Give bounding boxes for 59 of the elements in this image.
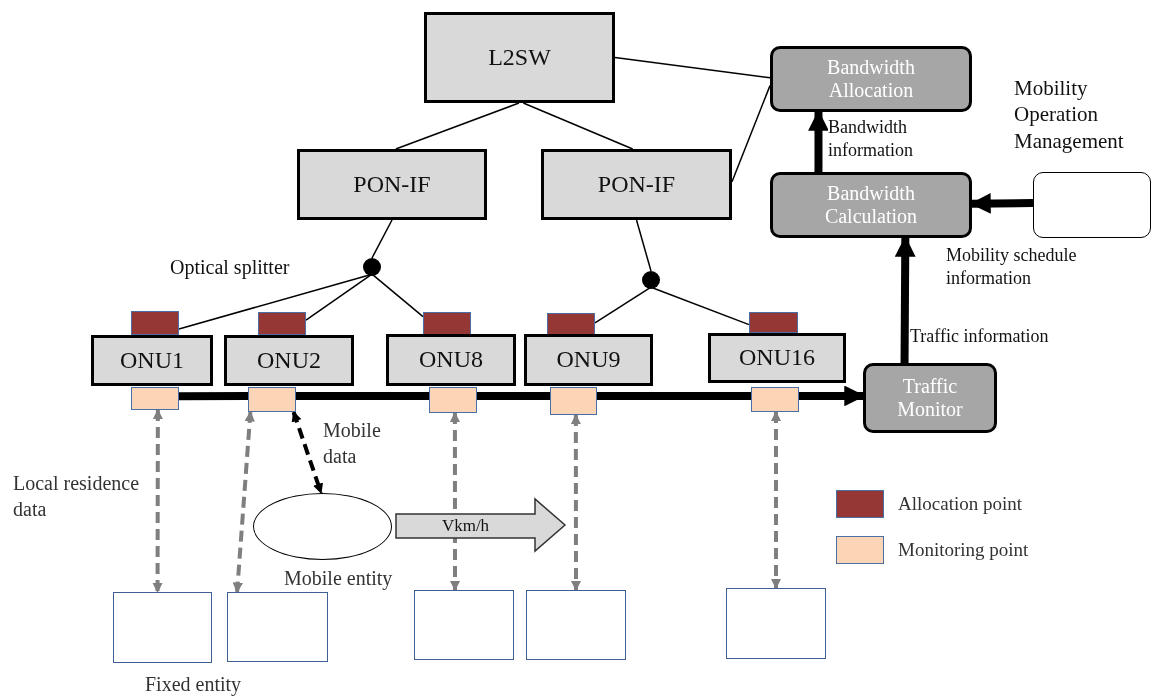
onu-box: ONU9 (524, 334, 653, 386)
monitoring-point-marker (131, 387, 179, 410)
process-box: Bandwidth Allocation (770, 46, 972, 112)
arrow (152, 408, 164, 594)
connector-line (594, 286, 652, 324)
monitoring-point-marker (550, 387, 597, 415)
text-label: Local residence data (13, 471, 141, 522)
connector-line (731, 84, 771, 183)
arrow (969, 193, 1034, 214)
text-label: Fixed entity (145, 672, 242, 697)
legend-label: Allocation point (898, 492, 1022, 516)
device-box: L2SW (424, 12, 615, 103)
arrow (894, 235, 916, 364)
splitter-dot (642, 271, 660, 289)
arrow (291, 411, 323, 494)
onu-box: ONU1 (91, 335, 213, 386)
fixed-entity-box (726, 588, 826, 659)
connector-line (614, 56, 771, 79)
fixed-entity-box (113, 592, 212, 663)
allocation-point-marker (547, 313, 595, 335)
device-box: PON-IF (297, 149, 487, 220)
onu-box: ONU2 (224, 335, 354, 386)
allocation-point-marker (258, 312, 306, 335)
connector-line (522, 102, 634, 150)
connector-line (305, 273, 373, 321)
splitter-dot (363, 258, 381, 276)
legend-label: Monitoring point (898, 538, 1029, 562)
box-heading: Mobility Operation Management (1013, 75, 1125, 154)
connector-line (371, 219, 393, 259)
connector-line (635, 219, 652, 272)
process-box: Bandwidth Calculation (770, 172, 972, 238)
onu-box: ONU8 (386, 334, 516, 386)
onu-box: ONU16 (708, 333, 846, 383)
speed-label: Vkm/h (440, 515, 491, 537)
text-label: Optical splitter (170, 255, 290, 280)
arrow (570, 413, 582, 592)
connector-line (597, 391, 751, 400)
fixed-entity-box (227, 592, 328, 662)
process-box: Traffic Monitor (863, 363, 997, 433)
fixed-entity-box (526, 590, 626, 660)
connector-line (371, 273, 424, 318)
connector-line (395, 102, 520, 150)
connector-line (296, 392, 429, 401)
arrow (449, 411, 461, 592)
monitoring-point-marker (751, 387, 799, 412)
node-caption: Mobile entity (284, 566, 394, 591)
arrow (770, 410, 782, 590)
fixed-entity-box (414, 590, 514, 660)
monitoring-point-marker (429, 387, 477, 413)
arrow (232, 410, 255, 594)
arrow (808, 109, 829, 172)
arrow (799, 385, 866, 407)
allocation-point-marker (749, 312, 798, 333)
allocation-point-marker (131, 311, 179, 335)
connector-line (477, 391, 550, 401)
device-box: PON-IF (541, 149, 732, 220)
connector-line (179, 392, 248, 401)
monitoring-point-marker (248, 387, 296, 412)
allocation-point-marker (423, 312, 471, 335)
